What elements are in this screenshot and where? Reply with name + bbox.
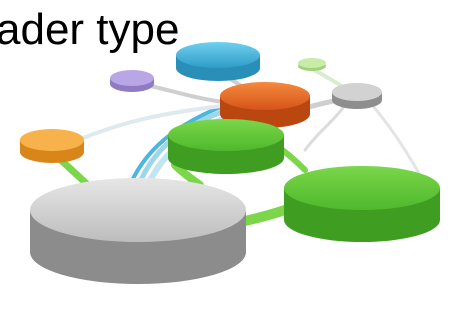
caption-text: ader type: [0, 5, 180, 54]
yellow-orange-cylinder: [20, 129, 84, 163]
large-gray-cylinder: [30, 178, 246, 284]
middle-green-cylinder: [168, 119, 284, 174]
small-gray-cylinder: [332, 83, 382, 109]
cyan-cylinder: [176, 42, 260, 81]
purple-cylinder: [110, 70, 154, 92]
large-green-cylinder: [284, 166, 440, 242]
small-light-green-cylinder: [298, 58, 326, 71]
